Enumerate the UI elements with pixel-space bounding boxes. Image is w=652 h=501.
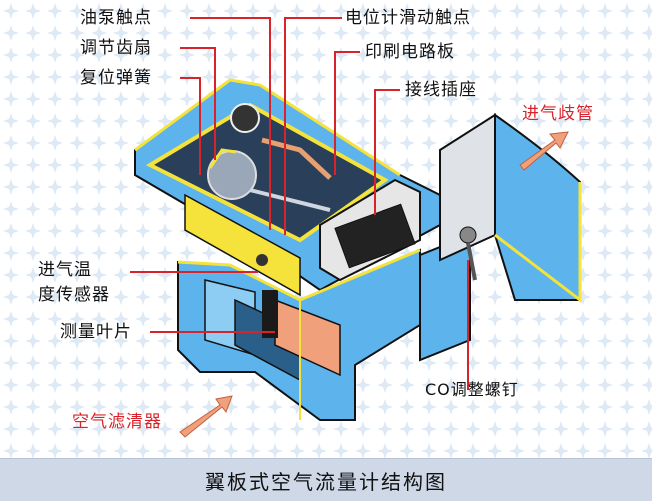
intake-manifold-panel: [419, 113, 582, 362]
filter-arrow-icon: [179, 395, 233, 438]
label-potentiometer-contact: 电位计滑动触点: [345, 8, 471, 28]
measuring-flap: [262, 290, 341, 377]
label-return-spring: 复位弹簧: [80, 68, 152, 88]
figure-caption: 翼板式空气流量计结构图: [205, 470, 447, 494]
label-measuring-flap: 测量叶片: [60, 322, 132, 342]
label-pcb: 印刷电路板: [365, 42, 455, 62]
circuit-board-connector: [319, 178, 421, 282]
label-adjust-gear: 调节齿扇: [80, 38, 152, 58]
label-co-screw: CO调整螺钉: [425, 380, 519, 399]
label-intake-temp-line1: 进气温: [38, 260, 92, 280]
intake-arrow-icon: [519, 131, 569, 171]
label-oil-pump-contact: 油泵触点: [80, 8, 152, 28]
label-intake-manifold: 进气歧管: [522, 104, 594, 124]
label-intake-temp-line2: 度传感器: [38, 285, 110, 305]
label-air-filter: 空气滤清器: [72, 412, 162, 432]
caption-bar: [0, 458, 652, 501]
internal-mechanism: [207, 103, 332, 266]
leader-lines: [130, 17, 469, 390]
co-screw: [459, 226, 477, 281]
label-connector: 接线插座: [405, 80, 477, 100]
